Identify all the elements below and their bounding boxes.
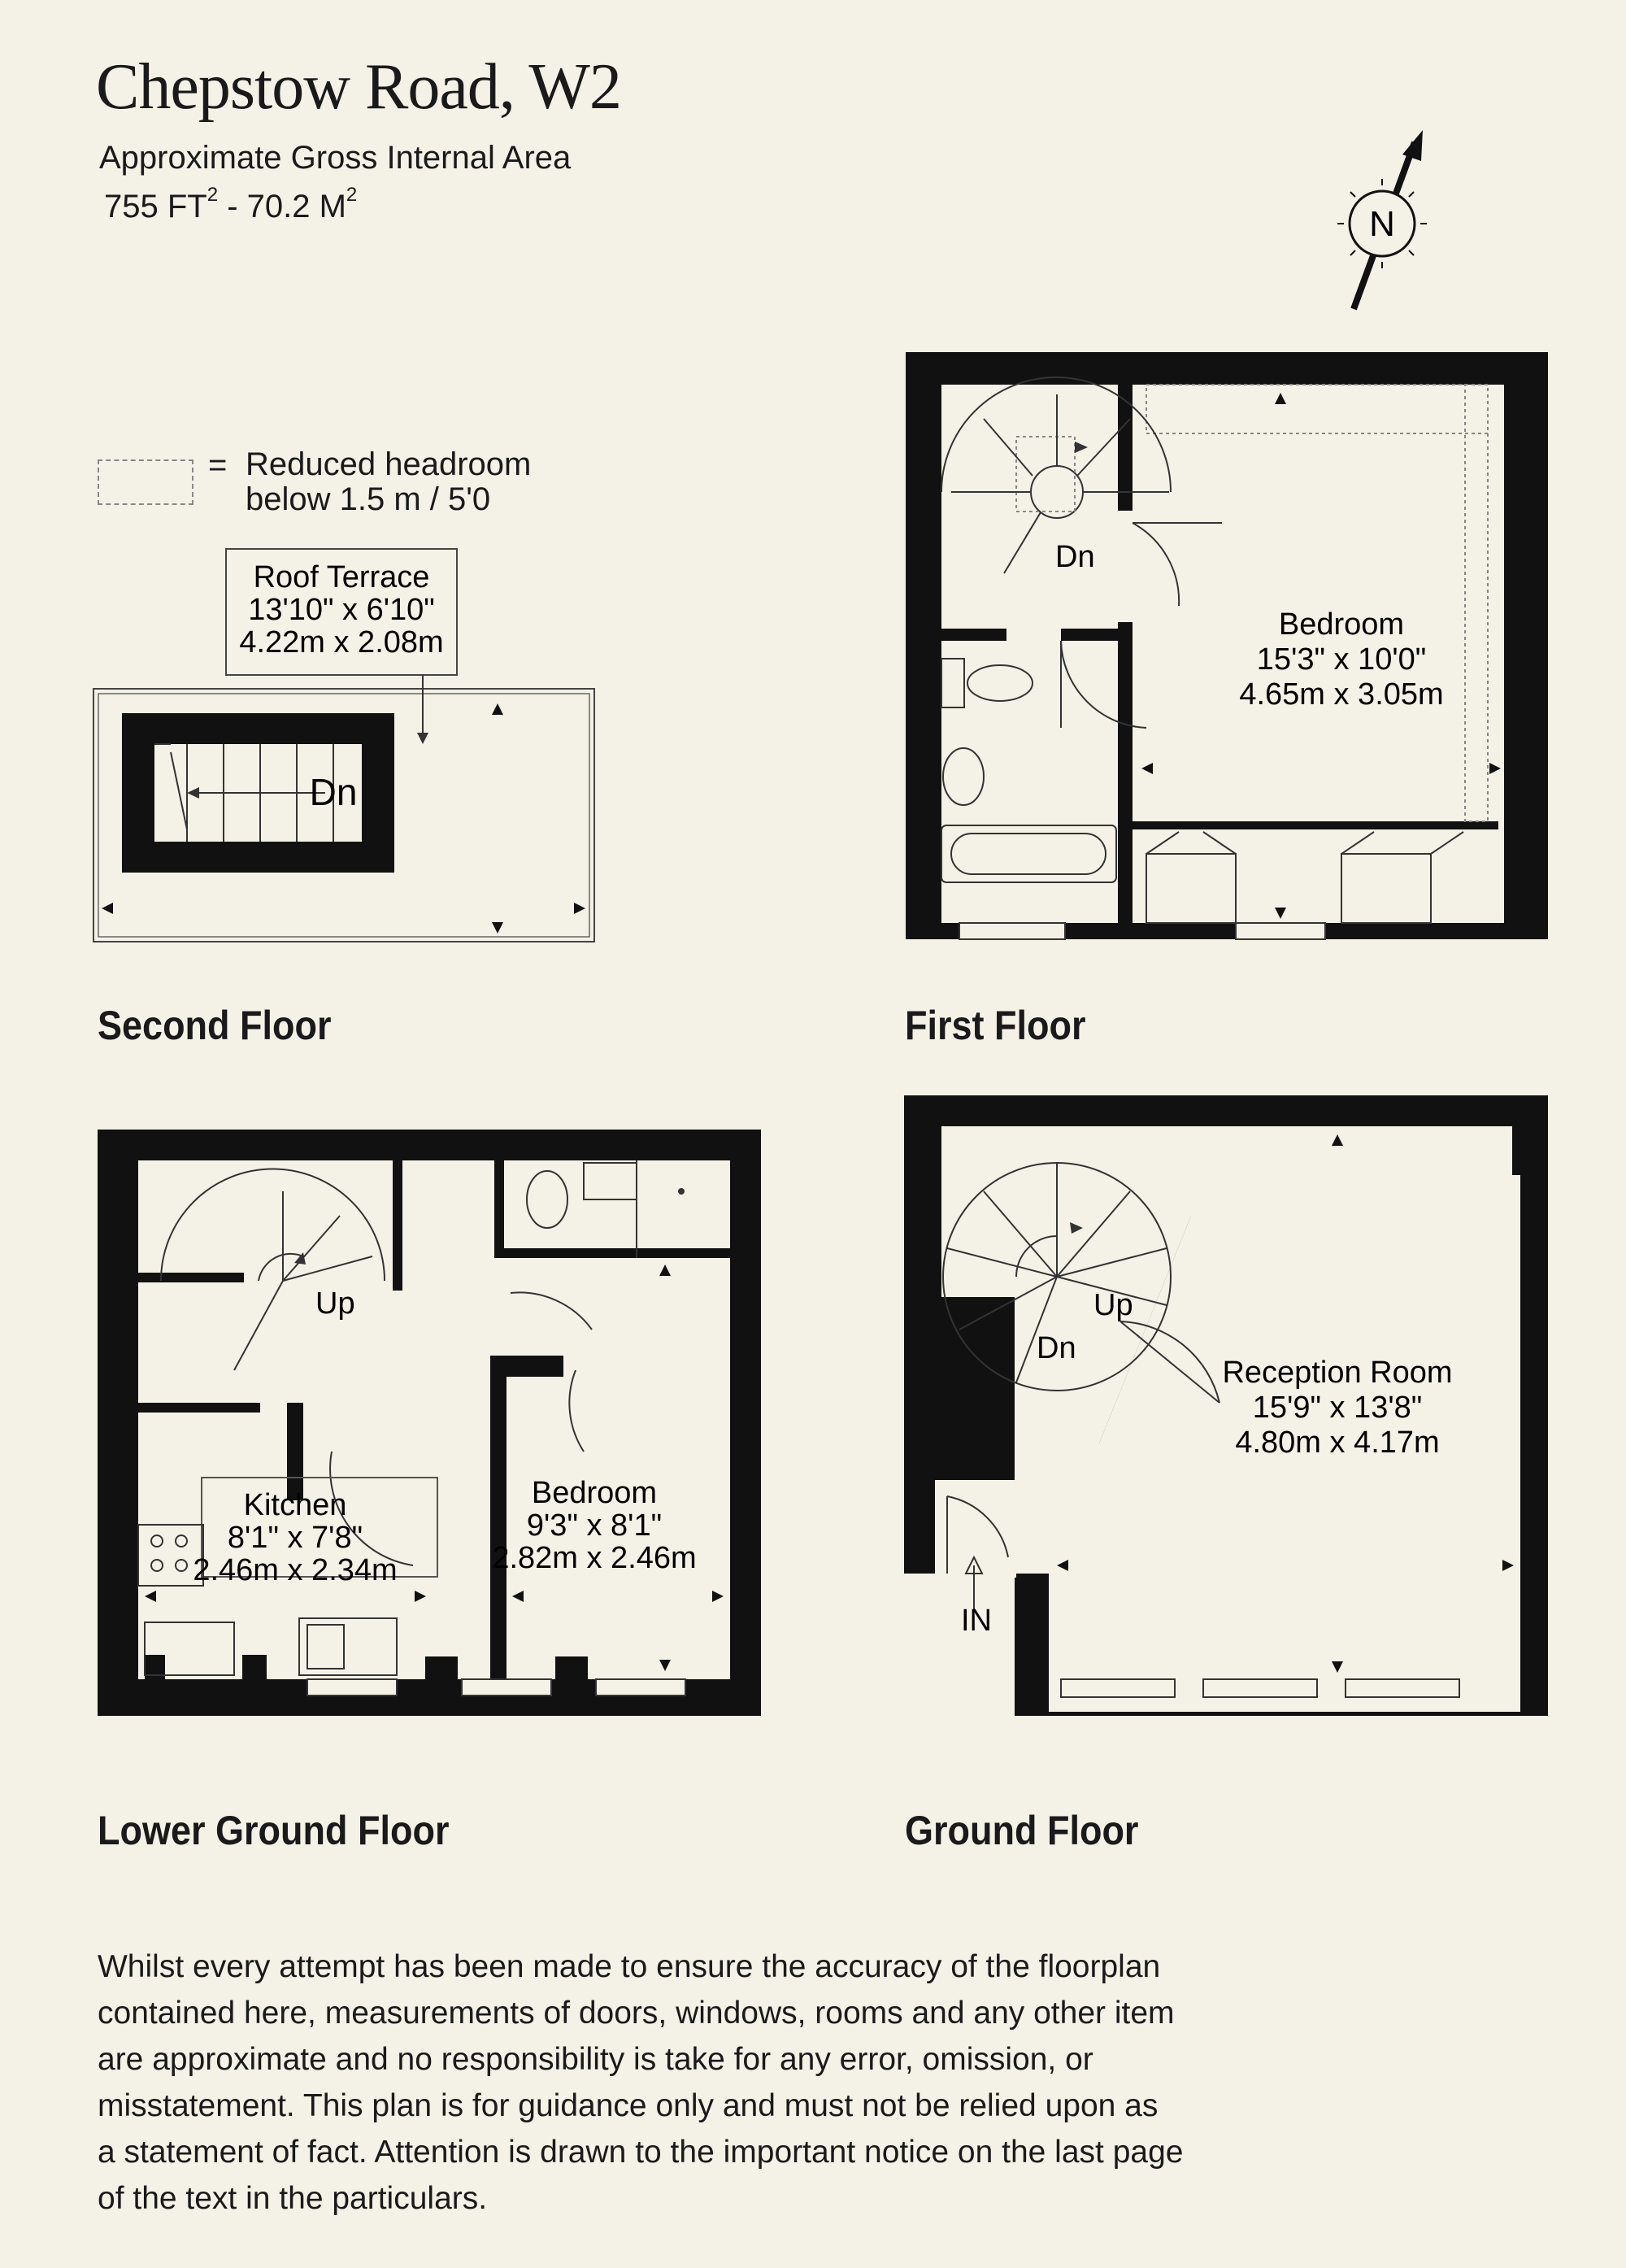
- second-floor-plan: Dn Roof Terrace 13'10" x 6'10" 4.22m x 2…: [93, 548, 595, 942]
- legend-line-1: Reduced headroom: [246, 446, 532, 482]
- roof-terrace-dim-metric: 4.22m x 2.08m: [239, 625, 443, 660]
- roof-terrace-dim-imperial: 13'10" x 6'10": [248, 593, 435, 627]
- disclaimer-line-1: Whilst every attempt has been made to en…: [98, 1949, 1161, 1984]
- ground-stair-up: Up: [1093, 1288, 1133, 1322]
- compass-label: N: [1369, 204, 1395, 244]
- legend-equals: =: [208, 447, 228, 483]
- ground-floor-label: Ground Floor: [905, 1808, 1139, 1853]
- kitchen-name: Kitchen: [244, 1488, 347, 1522]
- legend-swatch: [98, 459, 193, 505]
- kitchen-dim-imperial: 8'1" x 7'8": [228, 1521, 363, 1555]
- plan-title: Chepstow Road, W2: [96, 51, 622, 123]
- second-floor-stair-label: Dn: [310, 771, 358, 813]
- disclaimer-line-3: are approximate and no responsibility is…: [98, 2042, 1093, 2077]
- first-floor-stair-label: Dn: [1055, 540, 1095, 574]
- compass-icon: N: [1337, 130, 1427, 311]
- roof-terrace-name: Roof Terrace: [254, 560, 430, 594]
- second-floor-label: Second Floor: [98, 1003, 332, 1048]
- lower-bedroom-name: Bedroom: [532, 1476, 657, 1510]
- reception-dim-imperial: 15'9" x 13'8": [1253, 1391, 1422, 1425]
- first-bedroom-dim-metric: 4.65m x 3.05m: [1239, 677, 1443, 712]
- area-m: - 70.2 M: [227, 189, 346, 224]
- kitchen-dim-metric: 2.46m x 2.34m: [193, 1553, 397, 1587]
- disclaimer-line-4: misstatement. This plan is for guidance …: [98, 2088, 1159, 2123]
- reception-name: Reception Room: [1222, 1356, 1452, 1390]
- area-m-sup: 2: [346, 184, 358, 206]
- lower-ground-stair-label: Up: [315, 1286, 355, 1321]
- area-subtitle: Approximate Gross Internal Area: [99, 140, 572, 176]
- first-floor-label: First Floor: [905, 1003, 1086, 1048]
- ground-floor-plan: Up Dn IN Reception Room 15'9" x 13'8" 4.…: [904, 1095, 1548, 1716]
- ground-stair-down: Dn: [1037, 1331, 1076, 1365]
- entrance-label: IN: [961, 1604, 992, 1638]
- area-value: 755 FT2 - 70.2 M2: [104, 184, 357, 225]
- disclaimer-line-6: of the text in the particulars.: [98, 2181, 488, 2216]
- legend-line-2: below 1.5 m / 5'0: [246, 481, 491, 517]
- lower-bedroom-dim-imperial: 9'3" x 8'1": [527, 1508, 662, 1543]
- first-bedroom-dim-imperial: 15'3" x 10'0": [1257, 642, 1426, 677]
- disclaimer-line-5: a statement of fact. Attention is drawn …: [98, 2135, 1184, 2170]
- first-bedroom-name: Bedroom: [1279, 607, 1404, 642]
- lower-bedroom-dim-metric: 2.82m x 2.46m: [492, 1541, 696, 1575]
- area-ft: 755 FT: [104, 189, 207, 224]
- reception-dim-metric: 4.80m x 4.17m: [1235, 1426, 1439, 1460]
- legend-text: Reduced headroom below 1.5 m / 5'0: [246, 447, 531, 517]
- lower-ground-floor-label: Lower Ground Floor: [98, 1808, 450, 1853]
- first-floor-plan: Dn Bedroom 15'3" x 10'0" 4.65m x 3.05m: [906, 352, 1548, 940]
- disclaimer-line-2: contained here, measurements of doors, w…: [98, 1996, 1175, 2031]
- disclaimer: Whilst every attempt has been made to en…: [98, 1944, 1480, 2222]
- lower-ground-floor-plan: Up Kitchen 8'1" x 7'8" 2.46m x 2.34m Bed…: [98, 1130, 761, 1716]
- area-ft-sup: 2: [207, 184, 219, 206]
